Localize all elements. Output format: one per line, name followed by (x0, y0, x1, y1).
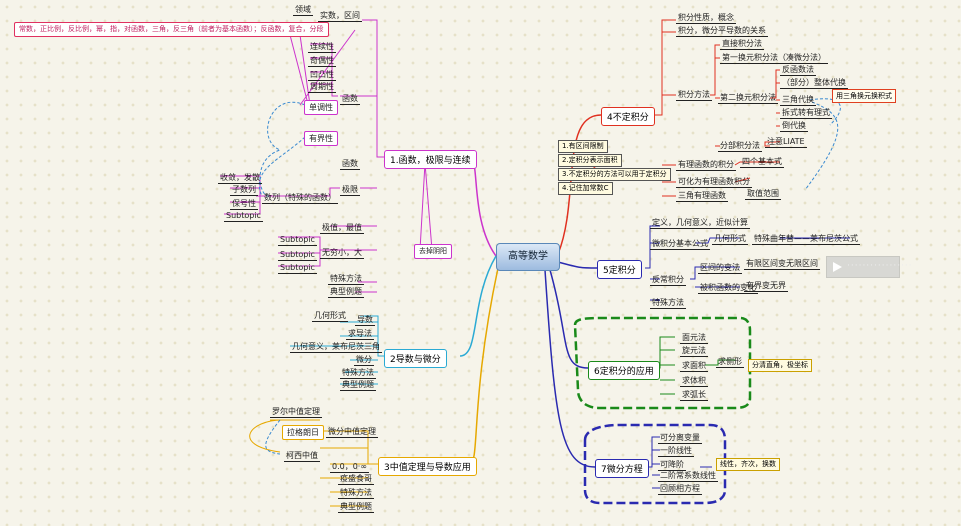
b4-item[interactable]: 积分，微分平导数的关系 (676, 26, 768, 37)
branch-2-derivatives[interactable]: 2导数与微分 (384, 349, 447, 368)
b1-item[interactable]: 极值，最值 (320, 223, 364, 234)
b2-item[interactable]: 特殊方法 (340, 368, 376, 379)
b1-item-sequence[interactable]: 数列（特殊的函数） (262, 193, 338, 204)
b4-item[interactable]: 反函数法 (780, 65, 816, 76)
b4-item[interactable]: 直接积分法 (720, 39, 764, 50)
b5-item[interactable]: 特殊曲年替——莱布尼茨公式 (752, 234, 860, 245)
b2-item[interactable]: 几何形式 (312, 311, 348, 322)
b1-item[interactable]: 无穷小，大 (320, 248, 364, 259)
b3-item-lagrange[interactable]: 拉格朗日 (282, 425, 324, 440)
b4-item-methods[interactable]: 积分方法 (676, 90, 712, 101)
b5-item[interactable]: 有限区间变无限区间 (744, 259, 820, 270)
b1-item[interactable]: Subtopic (278, 235, 317, 246)
b4-item[interactable]: 四个基本式 (740, 157, 784, 168)
b6-item[interactable]: 求面积 (680, 361, 708, 372)
b1-item[interactable]: 奇偶性 (308, 56, 336, 67)
b4-item[interactable]: 拆式转有理式 (780, 108, 832, 119)
b2-item[interactable]: 微分 (354, 355, 374, 366)
b2-item[interactable]: 典型例题 (340, 380, 376, 391)
b2-item[interactable]: 几何意义，莱布尼茨三角 (290, 342, 382, 353)
b7-item[interactable]: 可分离变量 (658, 433, 702, 444)
b1-side-box[interactable]: 去掉阴阳 (414, 244, 452, 259)
b1-item[interactable]: 保号性 (230, 199, 258, 210)
b1-item-function[interactable]: 函数 (340, 159, 360, 170)
b5-item[interactable]: 被积函数的变化 (698, 283, 758, 294)
b5-item[interactable]: 微积分基本公式 (650, 239, 710, 250)
b7-item[interactable]: 一阶线性 (658, 446, 694, 457)
b4-note-1: 1.有区间限制 (558, 140, 608, 153)
b4-item[interactable]: 可化为有理函数积分 (676, 177, 752, 188)
b2-item[interactable]: 求导法 (346, 329, 374, 340)
b6-item[interactable]: 面元法 (680, 333, 708, 344)
b6-note: 分清直角，极坐标 (748, 359, 812, 372)
b5-item[interactable]: 定义，几何意义，近似计算 (650, 218, 750, 229)
b2-item[interactable]: 导数 (355, 315, 375, 326)
b3-item[interactable]: 罗尔中值定理 (270, 407, 322, 418)
b4-callout[interactable]: 用三角换元换积式 (832, 89, 896, 103)
b1-item[interactable]: 凹凸性 (308, 70, 336, 81)
b4-item[interactable]: 倒代换 (780, 121, 808, 132)
b3-item[interactable]: 0.0，0·∞ (330, 462, 370, 473)
branch-7-differential-equations[interactable]: 7微分方程 (595, 459, 649, 478)
b4-item[interactable]: 有理函数的积分 (676, 160, 736, 171)
b4-note-2: 2.定积分表示面积 (558, 154, 622, 167)
branch-4-indefinite-integral[interactable]: 4不定积分 (601, 107, 655, 126)
b6-item[interactable]: 求体积 (680, 376, 708, 387)
branch-3-mean-value[interactable]: 3中值定理与导数应用 (378, 457, 477, 476)
b1-item[interactable]: 周期性 (308, 82, 336, 93)
b3-item[interactable]: 典型例题 (338, 502, 374, 513)
b1-item[interactable]: 典型例题 (328, 287, 364, 298)
basic-functions-note[interactable]: 常数，正比例，反比例，幂，指，对函数，三角，反三角（前者为基本函数）；反函数，复… (14, 22, 329, 37)
root-node[interactable]: 高等数学 (496, 243, 560, 271)
b7-item[interactable]: 二阶常系数线性 (658, 471, 718, 482)
b1-item-monotonic[interactable]: 单调性 (304, 100, 338, 115)
branch-1-functions-limits[interactable]: 1.函数，极限与连续 (384, 150, 477, 169)
b1-item[interactable]: 特殊方法 (328, 274, 364, 285)
b1-item[interactable]: 子数列 (230, 185, 258, 196)
b5-item[interactable]: 反常积分 (650, 275, 686, 286)
b3-item[interactable]: 疫盛食哥 (338, 474, 374, 485)
b4-item[interactable]: （部分）整体代换 (780, 78, 848, 89)
b4-note-4: 4.记住加常数C (558, 182, 613, 195)
b1-item-function[interactable]: 函数 (340, 94, 360, 105)
b4-item[interactable]: 第二换元积分法 (718, 93, 778, 104)
b4-item[interactable]: 取值范围 (745, 189, 781, 200)
play-icon[interactable] (833, 262, 842, 272)
b4-item[interactable]: 三角有理函数 (676, 191, 728, 202)
b1-item[interactable]: 实数，区间 (318, 11, 362, 22)
b6-item[interactable]: 求弧长 (680, 390, 708, 401)
b7-note: 线性，齐次，换数 (716, 458, 780, 471)
b6-item[interactable]: 旋元法 (680, 346, 708, 357)
b4-note-3: 3.不定积分的方法可以用于定积分 (558, 168, 671, 181)
b1-item[interactable]: Subtopic (278, 250, 317, 261)
branch-5-definite-integral[interactable]: 5定积分 (597, 260, 642, 279)
b1-item[interactable]: 领域 (293, 5, 313, 16)
b7-item[interactable]: 可降阶 (658, 460, 686, 471)
b4-item[interactable]: 注意LIATE (765, 137, 807, 148)
branch-6-applications[interactable]: 6定积分的应用 (588, 361, 660, 380)
b1-item[interactable]: Subtopic (224, 211, 263, 222)
player-progress-dots: ················· (847, 261, 913, 271)
b5-item[interactable]: 有界变无界 (744, 281, 788, 292)
b1-item-bounded[interactable]: 有界性 (304, 131, 338, 146)
b6-item[interactable]: 求侧形 (716, 357, 744, 368)
b3-item[interactable]: 柯西中值 (284, 451, 320, 462)
b4-item[interactable]: 三角代换 (780, 95, 816, 106)
b4-item[interactable]: 分部积分法 (718, 141, 762, 152)
b4-item[interactable]: 积分性质，概念 (676, 13, 736, 24)
b1-item[interactable]: 收敛，发散 (218, 173, 262, 184)
b3-item[interactable]: 微分中值定理 (326, 427, 378, 438)
b1-item[interactable]: 连续性 (308, 42, 336, 53)
b4-item[interactable]: 第一换元积分法（凑微分法） (720, 53, 828, 64)
b5-item[interactable]: 特殊方法 (650, 298, 686, 309)
b5-item[interactable]: 区间的变法 (698, 263, 742, 274)
b3-item[interactable]: 特殊方法 (338, 488, 374, 499)
embedded-media-player[interactable]: ················· (826, 256, 912, 278)
b1-item[interactable]: Subtopic (278, 263, 317, 274)
b1-item-limit[interactable]: 极限 (340, 185, 360, 196)
b7-item[interactable]: 回顾相方程 (658, 484, 702, 495)
b5-item[interactable]: 几何形式 (712, 234, 748, 245)
